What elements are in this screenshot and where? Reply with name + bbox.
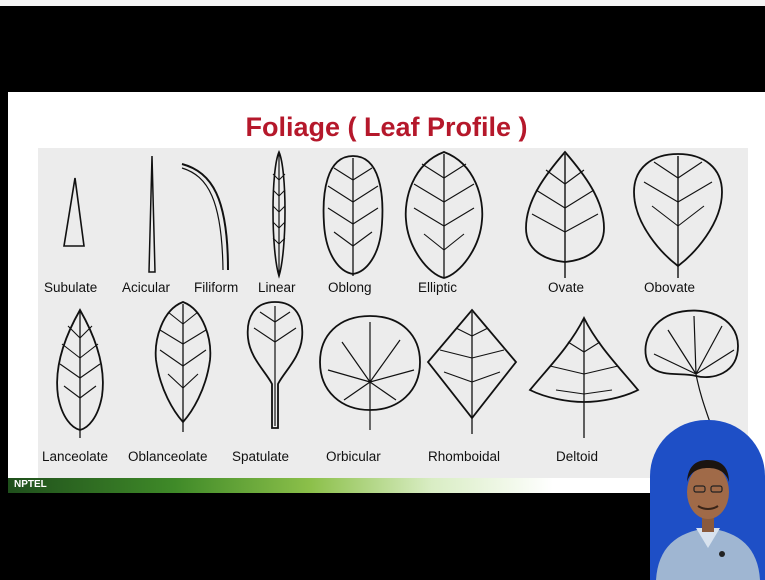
leaf-label-elliptic: Elliptic bbox=[418, 280, 457, 295]
leaf-orbicular-drawing bbox=[318, 312, 422, 437]
leaf-label-acicular: Acicular bbox=[122, 280, 170, 295]
leaf-label-oblanceolate: Oblanceolate bbox=[128, 449, 208, 464]
leaf-label-obovate: Obovate bbox=[644, 280, 695, 295]
top-bar-edge bbox=[0, 0, 765, 6]
leaf-linear-drawing bbox=[267, 150, 291, 283]
leaf-diagram-panel: Subulate Acicular Filiform Linear Oblong… bbox=[38, 148, 748, 478]
leaf-label-oblong: Oblong bbox=[328, 280, 372, 295]
leaf-subulate-drawing bbox=[60, 176, 90, 256]
leaf-label-deltoid: Deltoid bbox=[556, 449, 598, 464]
nptel-brand-label: NPTEL bbox=[14, 479, 47, 490]
leaf-label-subulate: Subulate bbox=[44, 280, 97, 295]
leaf-obovate-drawing bbox=[632, 152, 724, 285]
leaf-label-rhomboidal: Rhomboidal bbox=[428, 449, 500, 464]
leaf-label-orbicular: Orbicular bbox=[326, 449, 381, 464]
leaf-label-linear: Linear bbox=[258, 280, 296, 295]
video-top-bar bbox=[0, 0, 765, 92]
leaf-rhomboidal-drawing bbox=[424, 306, 520, 441]
leaf-label-lanceolate: Lanceolate bbox=[42, 449, 108, 464]
leaf-lanceolate-drawing bbox=[52, 308, 108, 445]
leaf-label-filiform: Filiform bbox=[194, 280, 238, 295]
leaf-filiform-drawing bbox=[178, 158, 238, 278]
leaf-oblong-drawing bbox=[320, 154, 386, 283]
leaf-acicular-drawing bbox=[146, 154, 158, 279]
presenter-figure bbox=[650, 420, 765, 580]
leaf-oblanceolate-drawing bbox=[152, 300, 214, 439]
leaf-spatulate-drawing bbox=[244, 300, 306, 437]
presenter-video-inset bbox=[650, 420, 765, 580]
leaf-deltoid-drawing bbox=[526, 316, 642, 445]
slide-title: Foliage ( Leaf Profile ) bbox=[8, 112, 765, 143]
leaf-ovate-drawing bbox=[522, 150, 608, 285]
leaf-label-spatulate: Spatulate bbox=[232, 449, 289, 464]
leaf-elliptic-drawing bbox=[402, 150, 486, 285]
leaf-label-ovate: Ovate bbox=[548, 280, 584, 295]
